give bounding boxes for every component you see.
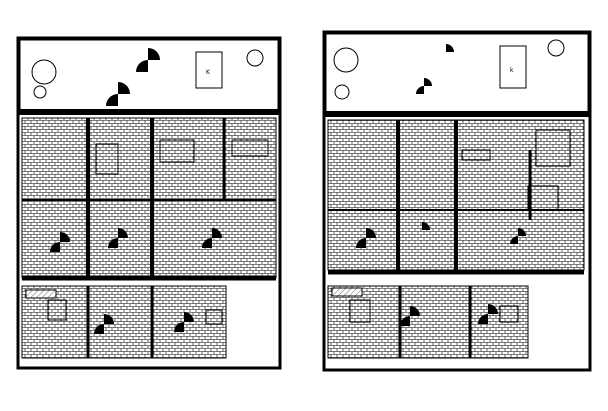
- right-plan: k: [322, 30, 592, 372]
- toilet-icon: [47, 299, 67, 321]
- counter-icon: [231, 139, 269, 157]
- plant-icon: [333, 47, 359, 73]
- table-icon: [527, 185, 559, 211]
- plant-icon: [547, 39, 565, 57]
- door-swing-icon: [356, 228, 376, 248]
- door-swing-icon: [416, 78, 432, 94]
- left-plan-outer-wall: [16, 36, 282, 370]
- bed-icon: [499, 45, 527, 89]
- stair-icon: [25, 289, 57, 299]
- door-swing-icon: [510, 228, 526, 244]
- door-swing-icon: [108, 228, 128, 248]
- toilet-icon: [349, 299, 371, 323]
- plant-icon: [334, 84, 350, 100]
- plant-icon: [33, 85, 47, 99]
- door-swing-icon: [446, 44, 454, 52]
- kitchen-tag: k: [510, 67, 514, 74]
- counter-icon: [461, 149, 491, 161]
- door-swing-icon: [136, 48, 160, 72]
- bedroom-tag: K: [206, 69, 211, 76]
- door-swing-icon: [422, 222, 430, 230]
- sofa-icon: [535, 129, 571, 167]
- table-icon: [95, 143, 119, 175]
- door-swing-icon: [202, 228, 222, 248]
- right-plan-outer-wall: [322, 30, 592, 372]
- bed-icon: [195, 51, 223, 89]
- sink-icon: [499, 305, 519, 323]
- left-plan-wall-field: [21, 117, 277, 279]
- door-swing-icon: [106, 82, 130, 106]
- door-swing-icon: [174, 312, 194, 332]
- right-plan-upper-room: [325, 33, 589, 113]
- sofa-icon: [159, 139, 195, 163]
- stair-icon: [331, 287, 363, 297]
- plant-icon: [31, 59, 57, 85]
- sink-icon: [205, 309, 223, 325]
- left-plan: K: [16, 36, 282, 370]
- door-swing-icon: [400, 306, 420, 326]
- door-swing-icon: [478, 304, 498, 324]
- plant-icon: [246, 49, 264, 67]
- door-swing-icon: [94, 314, 114, 334]
- door-swing-icon: [50, 232, 70, 252]
